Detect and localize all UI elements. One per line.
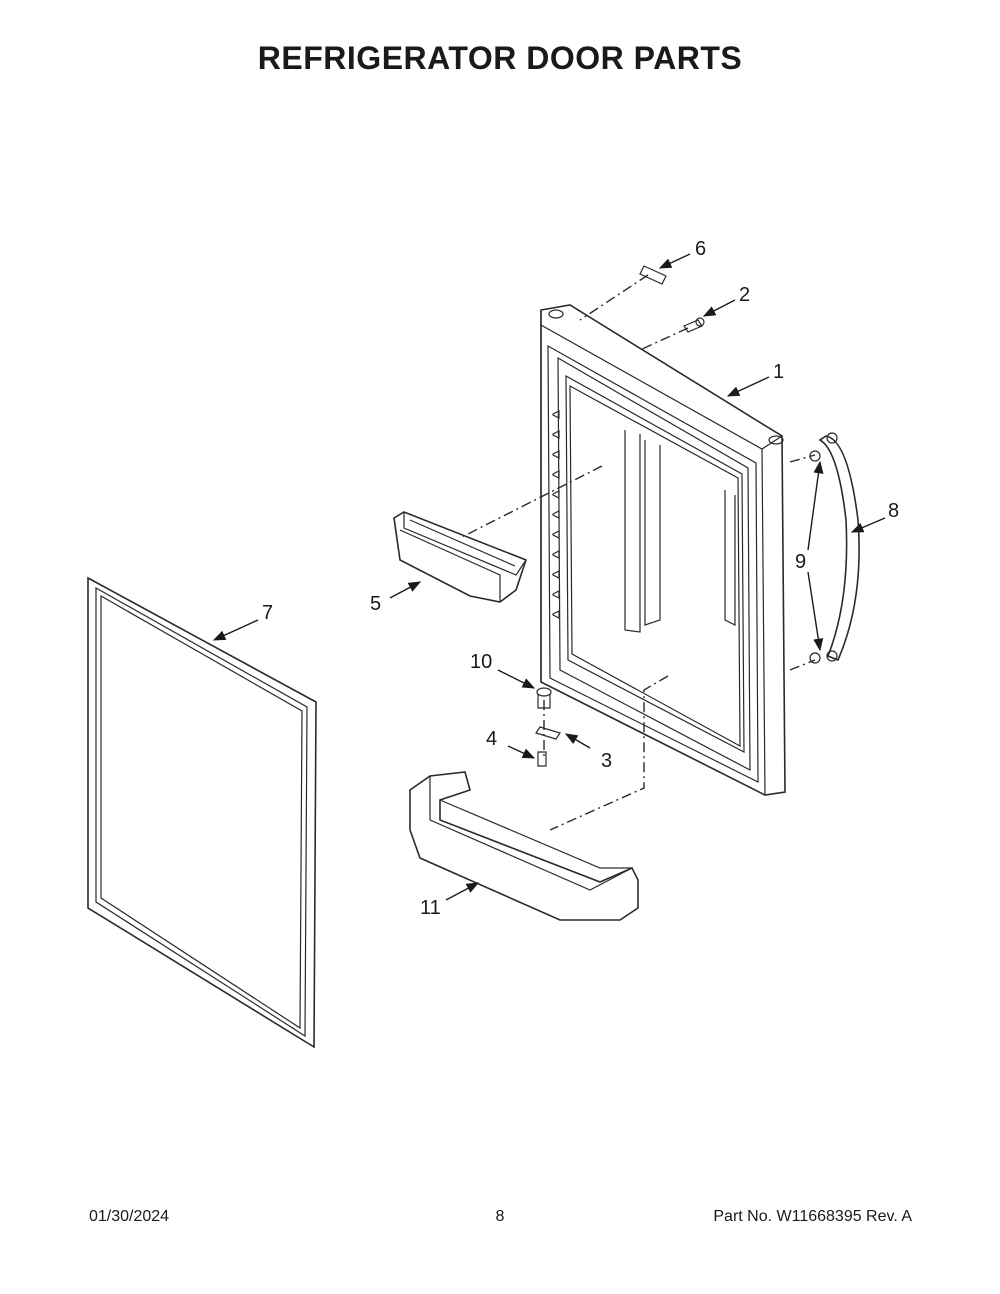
hinge-pin — [683, 317, 705, 333]
callout-1: 1 — [773, 361, 784, 383]
callout-11: 11 — [420, 897, 441, 919]
callouts: 6 2 1 8 9 5 7 10 3 4 11 — [212, 238, 899, 919]
callout-10: 10 — [470, 651, 492, 673]
door-stop-bracket — [639, 265, 667, 285]
door-handle — [818, 432, 860, 662]
callout-9: 9 — [795, 551, 806, 573]
callout-5: 5 — [370, 593, 381, 615]
door-gasket — [87, 576, 317, 1049]
footer-page-number: 8 — [495, 1208, 505, 1225]
callout-8: 8 — [888, 500, 899, 522]
footer-part-number: Part No. W11668395 Rev. A — [713, 1208, 912, 1225]
callout-6: 6 — [695, 238, 706, 260]
page-title: REFRIGERATOR DOOR PARTS — [257, 40, 743, 76]
hinge-bracket — [535, 726, 561, 740]
callout-4: 4 — [486, 728, 497, 750]
handle-screws — [809, 450, 821, 664]
callout-2: 2 — [739, 284, 750, 306]
assembly-lines — [459, 274, 816, 831]
callout-7: 7 — [262, 602, 273, 624]
door-liner — [540, 304, 786, 796]
callout-3: 3 — [601, 750, 612, 772]
hinge-screw — [537, 751, 547, 767]
door-bin-large — [409, 771, 639, 921]
footer-date: 01/30/2024 — [89, 1208, 170, 1225]
door-bin-small — [393, 511, 527, 603]
